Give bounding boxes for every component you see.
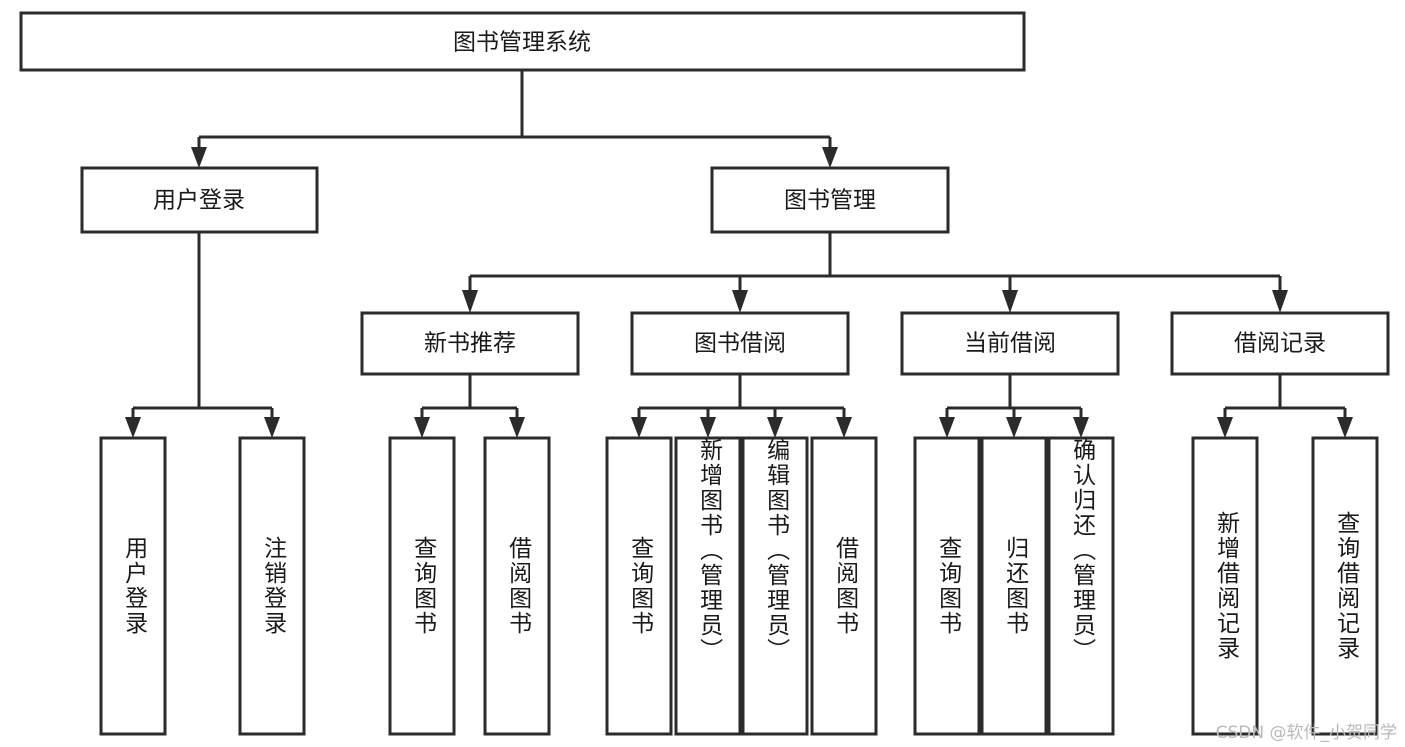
leaf-box-return-book[interactable] [980,436,1048,736]
leaf-box-edit-book[interactable] [741,436,809,736]
leaf-box-query-book-2[interactable] [605,436,673,736]
node-user-login-box[interactable] [80,166,319,234]
node-borrow-record-label: 借阅记录 [1234,331,1326,357]
connector-group-current-borrow [939,374,1089,438]
watermark-text: CSDN @软件_小贺同学 [1215,723,1397,743]
node-current-borrow[interactable]: 当前借阅 [900,311,1120,376]
node-book-management[interactable]: 图书管理 [710,166,950,234]
leaf-boxes [99,436,1379,736]
arrowhead-leaf-add-record [1217,417,1233,438]
node-user-login-label: 用户登录 [153,188,245,214]
arrowhead-leaf-logout [264,417,280,438]
connector-group-user-login [125,232,280,438]
connector-group-borrow-record [1217,374,1353,438]
node-new-book-recommend-box[interactable] [360,311,580,376]
node-new-book-recommend[interactable]: 新书推荐 [360,311,580,376]
node-current-borrow-box[interactable] [900,311,1120,376]
arrowhead-leaf-confirm-return [1073,417,1089,438]
node-book-management-label: 图书管理 [784,188,876,214]
arrowhead-leaf-borrow-book-1 [509,417,525,438]
connector-group-root [191,70,838,168]
node-borrow-record[interactable]: 借阅记录 [1170,311,1390,376]
arrowhead-new-book-recommend [462,290,478,313]
arrowhead-leaf-query-book-2 [631,417,647,438]
node-book-borrow-label: 图书借阅 [694,331,786,357]
connector-group-new-book-recommend [414,374,525,438]
leaf-box-query-book-3[interactable] [913,436,981,736]
arrowhead-book-management [822,147,838,168]
arrowhead-borrow-record [1272,290,1288,313]
leaf-box-user-login[interactable] [99,436,167,736]
connector-group-book-borrow [631,374,852,438]
node-root-box[interactable] [19,11,1026,72]
arrowhead-current-borrow [1002,290,1018,313]
node-book-borrow-box[interactable] [630,311,850,376]
node-new-book-recommend-label: 新书推荐 [424,331,516,357]
leaf-box-logout[interactable] [238,436,306,736]
leaf-box-add-book[interactable] [674,436,742,736]
node-root[interactable]: 图书管理系统 [19,11,1026,72]
leaf-box-query-book-1[interactable] [388,436,456,736]
node-book-borrow[interactable]: 图书借阅 [630,311,850,376]
arrowhead-leaf-borrow-book-2 [836,417,852,438]
arrowhead-leaf-query-book-1 [414,417,430,438]
arrowhead-book-borrow [732,290,748,313]
leaf-box-borrow-book-1[interactable] [483,436,551,736]
leaf-box-add-record[interactable] [1191,436,1259,736]
arrowhead-leaf-user-login [125,417,141,438]
arrowhead-leaf-query-record [1337,417,1353,438]
node-book-management-box[interactable] [710,166,950,234]
node-root-label: 图书管理系统 [453,30,591,56]
arrowhead-leaf-edit-book [767,417,783,438]
connector-group-book-management [462,232,1288,313]
arrowhead-leaf-return-book [1006,417,1022,438]
node-borrow-record-box[interactable] [1170,311,1390,376]
node-current-borrow-label: 当前借阅 [964,331,1056,357]
leaf-box-query-record[interactable] [1311,436,1379,736]
arrowhead-leaf-add-book [700,417,716,438]
arrowhead-leaf-query-book-3 [939,417,955,438]
node-user-login[interactable]: 用户登录 [80,166,319,234]
arrowhead-user-login [191,147,207,168]
leaf-box-confirm-return[interactable] [1047,436,1115,736]
leaf-box-borrow-book-2[interactable] [810,436,878,736]
